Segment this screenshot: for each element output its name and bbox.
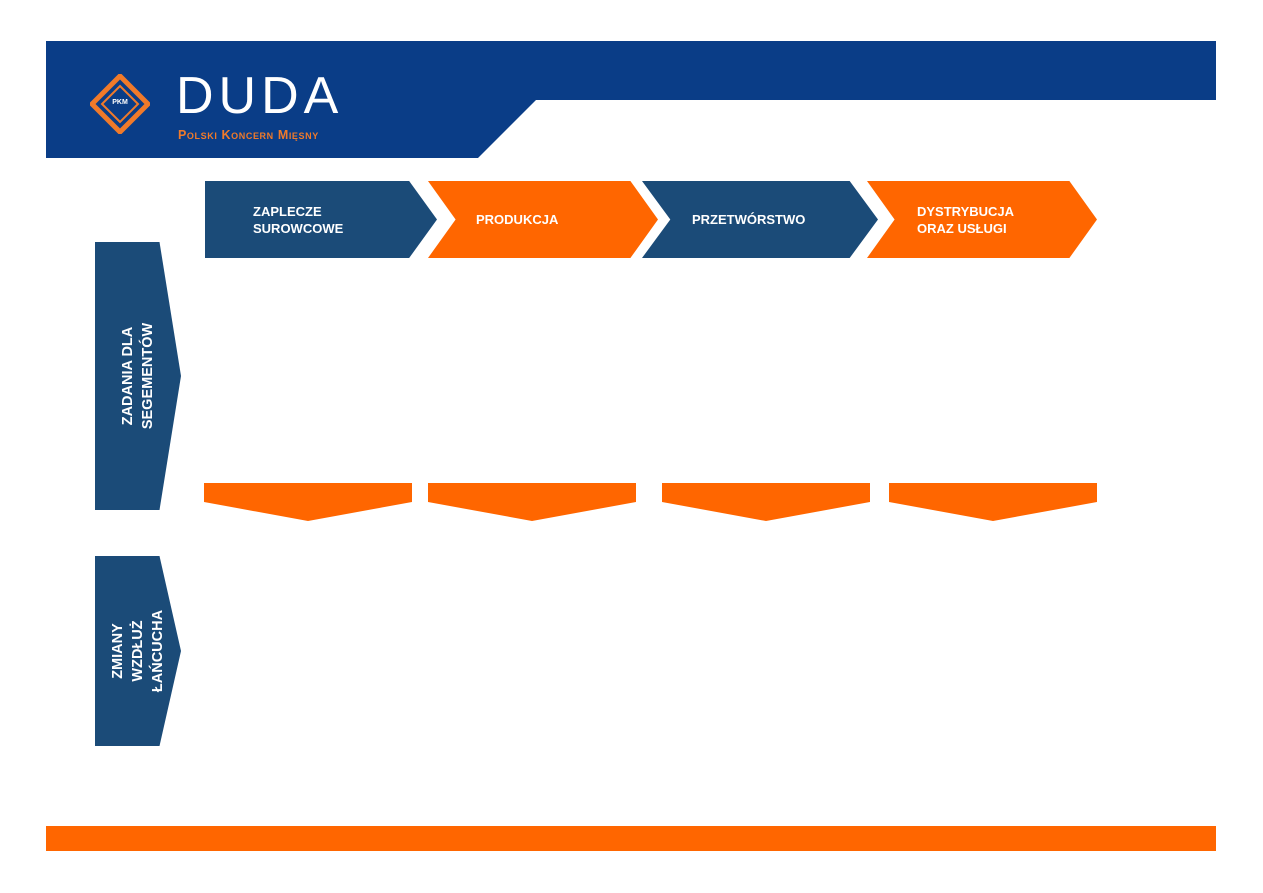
stage-chevron-produkcja: PRODUKCJA: [428, 181, 658, 258]
stage-label: PRODUKCJA: [476, 212, 559, 227]
company-logo-text: DUDA: [176, 67, 344, 125]
row-label-text: ZADANIA DLA SEGEMENTÓW: [120, 322, 156, 430]
down-arrow-dystrybucja: [889, 483, 1097, 521]
row-label-zadania: ZADANIA DLA SEGEMENTÓW: [95, 242, 181, 510]
logo-mark-text: PKM: [112, 99, 128, 106]
logo-diamond-icon: [90, 74, 150, 134]
row-label-text: ZMIANY WZDŁUŻ ŁAŃCUCHA: [110, 609, 166, 693]
down-arrow-produkcja: [428, 483, 636, 521]
stage-label: PRZETWÓRSTWO: [692, 212, 806, 227]
down-arrow-zaplecze: [204, 483, 412, 521]
stage-label: DYSTRYBUCJA ORAZ USŁUGI: [917, 203, 1015, 236]
header-banner: [46, 41, 1216, 158]
stage-chevron-dystrybucja: DYSTRYBUCJA ORAZ USŁUGI: [867, 181, 1097, 258]
row-label-zmiany: ZMIANY WZDŁUŻ ŁAŃCUCHA: [95, 556, 181, 746]
footer-bar: [46, 826, 1216, 851]
stage-chevron-przetworstwo: PRZETWÓRSTWO: [642, 181, 878, 258]
down-arrow-przetworstwo: [662, 483, 870, 521]
company-subtitle: Polski Koncern Mięsny: [178, 128, 319, 142]
stage-chevron-zaplecze: ZAPLECZE SUROWCOWE: [205, 181, 437, 258]
stage-label: ZAPLECZE SUROWCOWE: [253, 203, 344, 236]
